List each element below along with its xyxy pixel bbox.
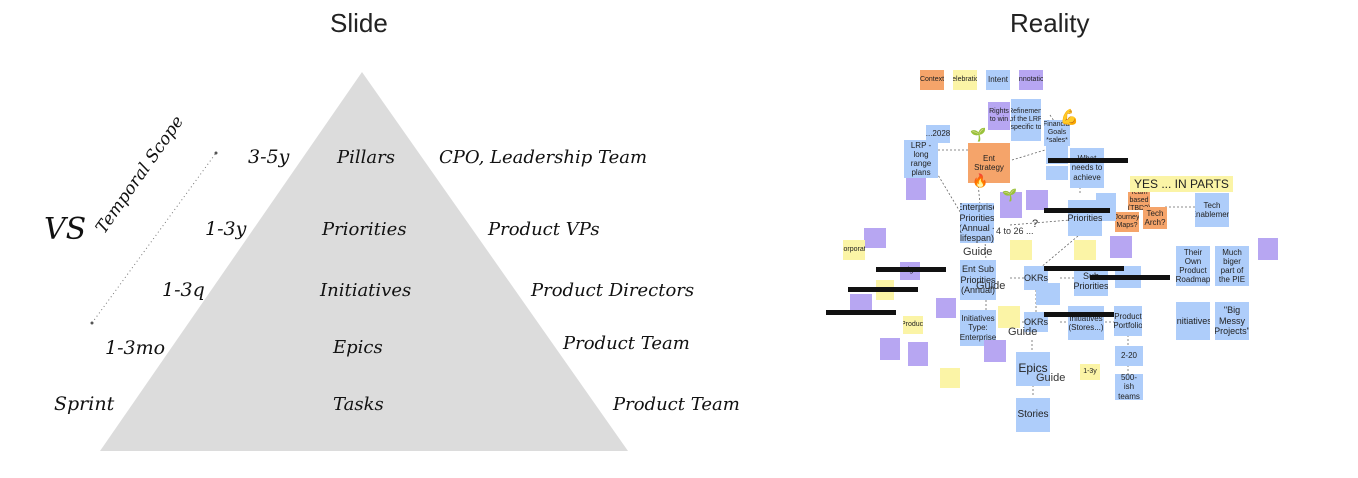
redaction-bar — [1044, 208, 1110, 213]
sticky-note-small — [1010, 240, 1032, 260]
sticky-note-small — [1000, 192, 1022, 218]
sticky-note: LRP - long range plans — [904, 140, 938, 178]
sticky-note-small — [936, 298, 956, 318]
sticky-note-small — [1110, 236, 1132, 258]
sticky-note-small — [998, 306, 1020, 328]
slide-title: Slide — [330, 8, 388, 38]
sticky-note-small — [984, 340, 1006, 362]
sticky-note-small — [1036, 283, 1060, 305]
sticky-note-small — [940, 368, 960, 388]
pyramid-shape — [100, 72, 628, 451]
sticky-note: Ent Strategy — [968, 143, 1010, 183]
legend-context: Context — [920, 70, 944, 90]
sticky-note: Initiatives (Stores...) — [1068, 306, 1104, 340]
sticky-note-small — [1258, 238, 1278, 260]
sticky-note: Enterprise Priorities (Annual - lifespan… — [960, 203, 994, 243]
guide-label: Guide — [1008, 326, 1038, 338]
sticky-note: Tech Arch? — [1143, 207, 1167, 229]
legend-annotation: Annotation — [1019, 70, 1043, 90]
sprout-icon: 🌱 — [970, 128, 987, 143]
pyramid-level-label: Priorities — [322, 219, 407, 240]
sticky-note: Epics — [1016, 352, 1050, 386]
sticky-note: Tech Enablement — [1195, 193, 1229, 227]
sticky-note: What needs to achieve — [1070, 148, 1104, 188]
time-label: 1-3q — [162, 279, 205, 301]
owner-label: CPO, Leadership Team — [439, 147, 648, 168]
time-label: 1-3mo — [105, 337, 166, 359]
sticky-note: 2-20 — [1115, 346, 1143, 366]
sticky-note: OKRs — [1024, 312, 1048, 332]
legend-intent: Intent — [986, 70, 1010, 90]
redaction-bar — [848, 287, 918, 292]
sticky-note-small — [1026, 190, 1048, 210]
sticky-note: Their Own Product Roadmap — [1176, 246, 1210, 286]
redaction-bar — [1044, 266, 1124, 271]
redaction-bar — [1090, 275, 1170, 280]
redaction-bar — [876, 267, 946, 272]
legend-celebration: Celebration — [953, 70, 977, 90]
question-mark: ? — [1032, 218, 1039, 230]
owner-label: Product Team — [613, 394, 740, 415]
sticky-note: 500-ish teams — [1115, 374, 1143, 400]
redaction-bar — [1048, 158, 1128, 163]
sticky-note: Refinement of the LRP specific to — [1011, 99, 1041, 141]
flexed-biceps-icon: 💪 — [1060, 108, 1079, 126]
time-label: 3-5y — [248, 146, 290, 168]
sticky-note: Initiatives — [1176, 302, 1210, 340]
time-label: 1-3y — [205, 218, 247, 240]
sticky-note: Financial Goals *sales* — [1044, 120, 1070, 146]
guide-label: Guide — [976, 280, 1006, 292]
owner-label: Product Directors — [531, 280, 695, 301]
guide-label: Guide — [963, 246, 993, 258]
sprout-icon: 🌱 — [1002, 188, 1017, 202]
time-label: Sprint — [54, 393, 115, 415]
pyramid-level-label: Pillars — [337, 147, 395, 168]
fire-icon: 🔥 — [972, 174, 989, 189]
sticky-note-small — [1046, 166, 1068, 180]
pyramid-level-label: Initiatives — [320, 280, 412, 301]
sticky-note: Journey Maps? — [1115, 212, 1139, 232]
sticky-note-small — [850, 294, 872, 314]
sticky-note: Stories — [1016, 398, 1050, 432]
redaction-bar — [826, 310, 896, 315]
sticky-note: "Big Messy Projects" — [1215, 302, 1249, 340]
sticky-note-blank — [906, 178, 926, 200]
sticky-note: Much biger part of the PIE — [1215, 246, 1249, 286]
sticky-note-small — [880, 338, 900, 360]
annotation-text: 4 to 26 ... — [996, 226, 1034, 236]
sticky-note: Ent Sub Priorities (Annual) — [960, 260, 996, 300]
yes-banner: YES ... IN PARTS — [1130, 176, 1233, 192]
sticky-note: Priorities — [1068, 200, 1102, 236]
owner-label: Product VPs — [488, 219, 600, 240]
sticky-note: Rights to win — [988, 102, 1010, 130]
reality-title: Reality — [1010, 8, 1090, 38]
sticky-note-small — [908, 342, 928, 366]
pyramid — [90, 72, 628, 451]
vs-label: VS — [44, 212, 87, 247]
sticky-note: Corporate — [843, 240, 865, 260]
redaction-bar — [1044, 312, 1124, 317]
pyramid-level-label: Epics — [333, 337, 383, 358]
sticky-note: Product — [903, 316, 923, 334]
guide-label: Guide — [1036, 372, 1066, 384]
owner-label: Product Team — [563, 333, 690, 354]
sticky-note: 1-3y — [1080, 364, 1100, 380]
sticky-note: ...2028 — [926, 125, 950, 143]
sticky-note-small — [864, 228, 886, 248]
pyramid-level-label: Tasks — [333, 394, 384, 415]
sticky-note: Product Portfolio — [1114, 306, 1142, 336]
sticky-note: Team based (TBD?) — [1128, 192, 1150, 210]
sticky-note-small — [1074, 240, 1096, 260]
